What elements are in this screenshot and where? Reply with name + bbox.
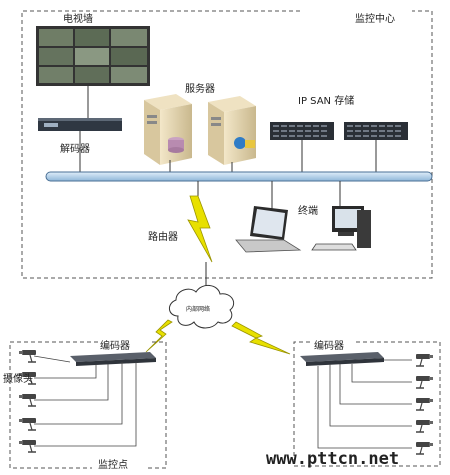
cctv-camera-icon xyxy=(415,397,434,411)
lightning-icon xyxy=(145,319,173,353)
monitor-point-box-left: 监控点 xyxy=(9,341,167,471)
encoder-device-icon xyxy=(70,352,156,366)
storage-rack-icon xyxy=(270,122,334,140)
storage-rack-icon xyxy=(344,122,408,140)
decoder-label: 解码器 xyxy=(60,142,90,155)
cctv-camera-icon xyxy=(18,417,37,431)
camera-label: 摄像头 xyxy=(3,372,33,385)
monitor-point-label: 监控点 xyxy=(98,458,128,471)
router-label: 路由器 xyxy=(148,230,178,243)
laptop-icon xyxy=(235,206,302,253)
network-bus xyxy=(45,171,433,182)
cctv-camera-icon xyxy=(415,441,434,455)
lightning-icon xyxy=(231,321,291,355)
decoder-device-icon xyxy=(38,118,122,131)
server-tower-icon xyxy=(144,94,192,165)
encoder-left-label: 编码器 xyxy=(100,339,130,352)
monitoring-center-box: 监控中心 xyxy=(21,10,433,279)
cloud-icon: 内部网络 xyxy=(169,285,235,329)
lightning-icon xyxy=(187,195,213,263)
monitor-point-box-right xyxy=(293,341,441,467)
cctv-camera-icon xyxy=(18,439,37,453)
watermark-text: www.pttcn.net xyxy=(266,449,399,469)
terminal-label: 终端 xyxy=(298,204,318,217)
encoder-device-icon xyxy=(300,352,384,366)
encoder-right-label: 编码器 xyxy=(314,339,344,352)
tv-wall-label: 电视墙 xyxy=(63,12,93,25)
internal-network-label: 内部网络 xyxy=(186,305,210,313)
ip-san-label: IP SAN 存储 xyxy=(298,94,354,107)
cctv-camera-icon xyxy=(18,393,37,407)
desktop-pc-icon xyxy=(311,206,371,251)
tv-wall-icon xyxy=(36,26,150,86)
cctv-camera-icon xyxy=(415,419,434,433)
cctv-camera-icon xyxy=(18,349,37,363)
camera-links-right xyxy=(317,359,412,449)
camera-links-left xyxy=(33,355,137,447)
cctv-camera-icon xyxy=(415,353,434,367)
monitoring-center-title: 监控中心 xyxy=(355,12,395,25)
cctv-camera-icon xyxy=(415,375,434,389)
server-tower-icon xyxy=(208,96,256,165)
server-label: 服务器 xyxy=(185,82,215,95)
